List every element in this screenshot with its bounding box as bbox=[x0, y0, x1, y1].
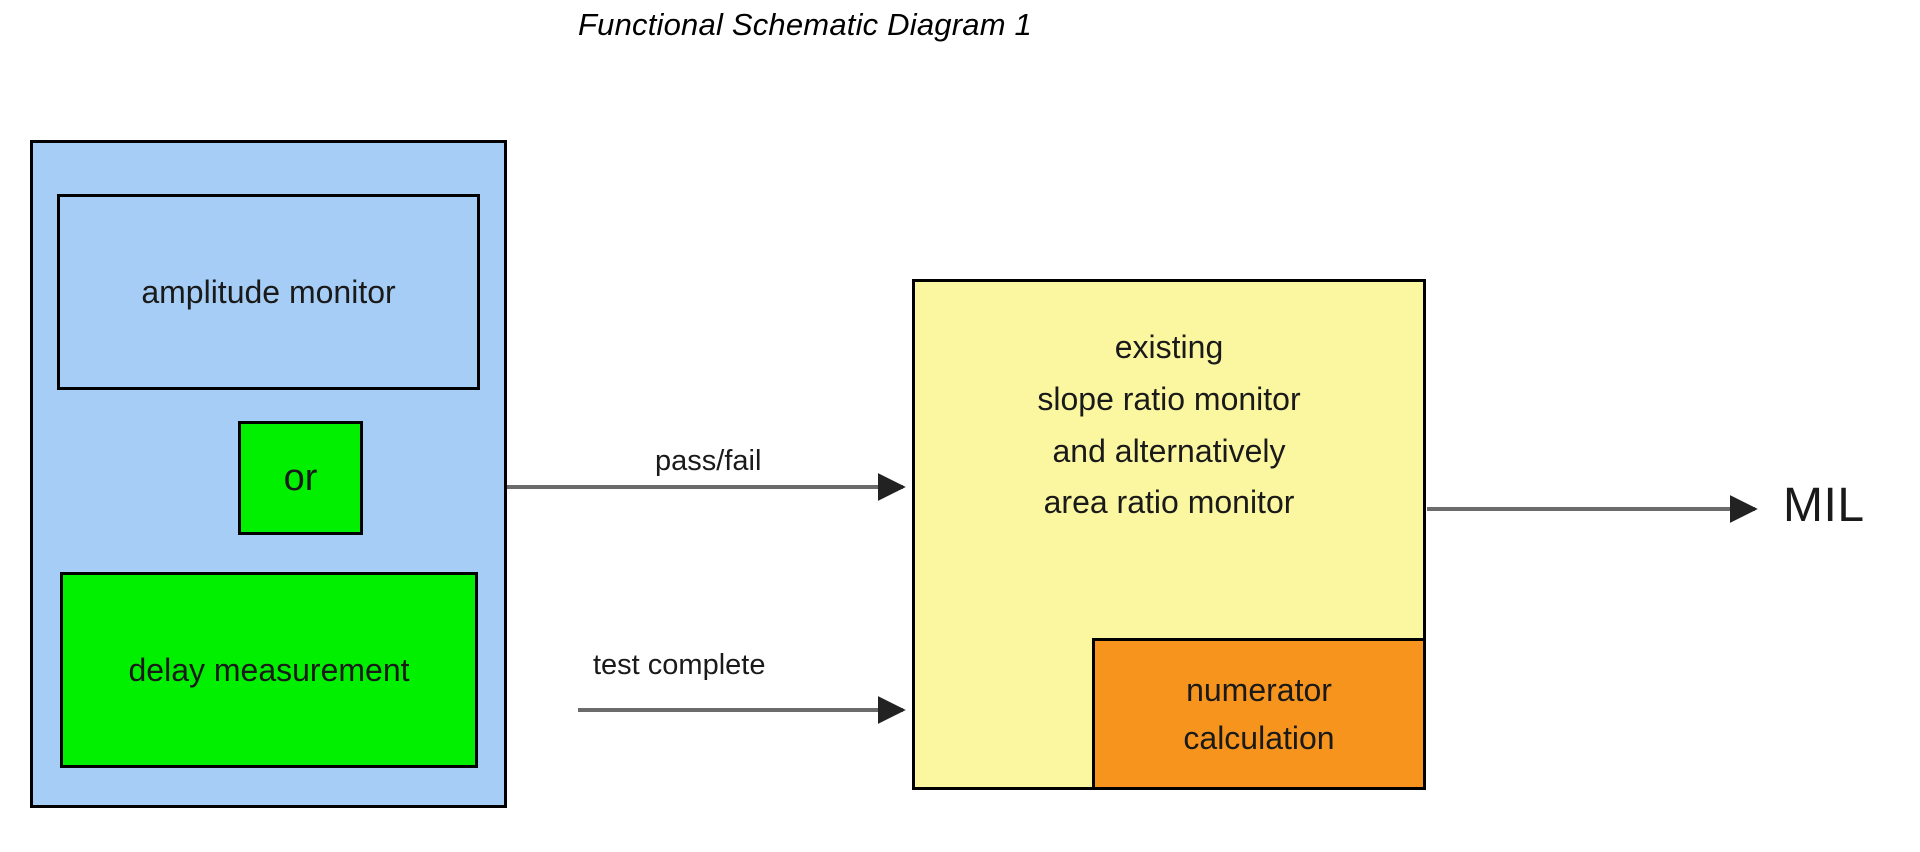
page-title: Functional Schematic Diagram 1 bbox=[578, 7, 1032, 42]
node-existing-monitor-label: existing slope ratio monitor and alterna… bbox=[915, 322, 1423, 529]
node-amplitude-monitor[interactable]: amplitude monitor bbox=[57, 194, 480, 390]
output-mil-label: MIL bbox=[1783, 479, 1865, 532]
node-numerator-calculation-label: numerator calculation bbox=[1095, 666, 1423, 762]
existing-monitor-line-2: slope ratio monitor bbox=[1037, 380, 1301, 417]
node-numerator-calculation[interactable]: numerator calculation bbox=[1092, 638, 1426, 790]
node-delay-measurement-label: delay measurement bbox=[128, 651, 410, 688]
edge-label-test-complete: test complete bbox=[593, 649, 766, 681]
existing-monitor-line-1: existing bbox=[1114, 329, 1224, 365]
numerator-calculation-line-1: numerator bbox=[1186, 672, 1332, 708]
existing-monitor-line-4: area ratio monitor bbox=[1043, 484, 1295, 521]
node-delay-measurement[interactable]: delay measurement bbox=[60, 572, 478, 768]
existing-monitor-line-3: and alternatively bbox=[1052, 432, 1286, 469]
node-amplitude-monitor-label: amplitude monitor bbox=[141, 273, 396, 310]
node-or-gate-label: or bbox=[283, 456, 318, 499]
edge-label-pass-fail: pass/fail bbox=[655, 445, 762, 477]
numerator-calculation-line-2: calculation bbox=[1183, 720, 1335, 756]
node-or-gate[interactable]: or bbox=[238, 421, 363, 535]
